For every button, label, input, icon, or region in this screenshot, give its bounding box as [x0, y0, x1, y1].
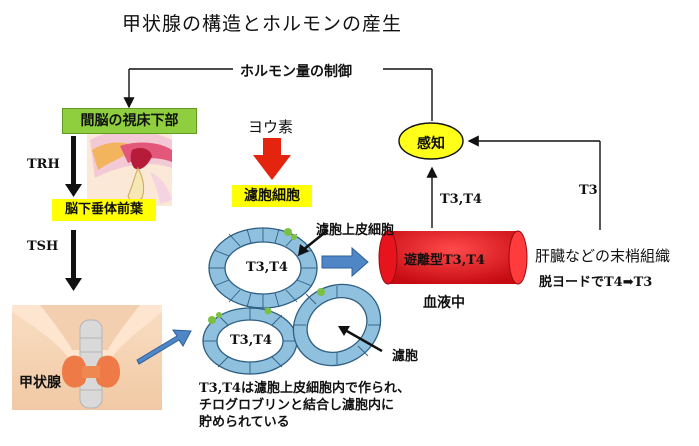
follicle-bottom-hormone-label: T3,T4 — [230, 333, 272, 348]
t3-feedback-label: T3 — [579, 183, 598, 198]
neck-thyroid-illustration — [12, 305, 162, 410]
t3t4-feedback-label: T3,T4 — [440, 192, 482, 207]
peripheral-to-sensing-arrow — [467, 135, 601, 230]
caption-line-2: チログロブリンと結合し濾胞内に — [199, 398, 395, 413]
follicle-cell-box: 濾胞細胞 — [232, 185, 312, 207]
free-hormone-label: 遊離型T3,T4 — [404, 253, 485, 268]
follicle-to-blood-arrow — [321, 246, 369, 278]
iodine-arrow — [253, 138, 291, 180]
epithelial-cell-label: 濾胞上皮細胞 — [316, 223, 395, 238]
caption: T3,T4は濾胞上皮細胞内で作られ、 チログロブリンと結合し濾胞内に 貯められて… — [199, 380, 410, 431]
trh-label: TRH — [27, 157, 60, 172]
follicle-label: 濾胞 — [392, 349, 419, 364]
peripheral-tissue-label: 肝臓などの末梢組織 — [535, 247, 671, 265]
caption-line-3: 貯められている — [199, 415, 290, 430]
follicle-bottom-left — [202, 307, 298, 375]
caption-line-1: T3,T4は濾胞上皮細胞内で作られ、 — [199, 381, 411, 396]
iodine-label: ヨウ素 — [248, 118, 294, 136]
brain-illustration — [87, 131, 172, 206]
follicle-top-hormone-label: T3,T4 — [246, 260, 288, 275]
feedback-loop-arrow — [123, 68, 433, 121]
sensing-label: 感知 — [417, 136, 445, 152]
trh-arrow — [65, 136, 82, 197]
blood-label: 血液中 — [423, 295, 465, 311]
thyroid-label: 甲状腺 — [19, 375, 61, 391]
follicle-pointer — [338, 326, 383, 353]
follicle-top — [208, 227, 318, 309]
follicle-bottom-right — [292, 283, 382, 367]
tsh-label: TSH — [27, 239, 59, 254]
feedback-control-label: ホルモン量の制御 — [237, 61, 355, 81]
tsh-arrow — [65, 230, 82, 291]
blood-vessel — [378, 230, 528, 285]
sensing-node — [398, 122, 464, 160]
diagram-title: 甲状腺の構造とホルモンの産生 — [122, 13, 403, 35]
thyroid-to-follicle-arrow — [136, 329, 192, 365]
pituitary-box: 脳下垂体前葉 — [52, 199, 156, 221]
hypothalamus-box: 間脳の視床下部 — [62, 108, 197, 134]
deiodination-label: 脱ヨードでT4➡T3 — [539, 275, 653, 290]
epithelial-pointer — [298, 229, 329, 256]
